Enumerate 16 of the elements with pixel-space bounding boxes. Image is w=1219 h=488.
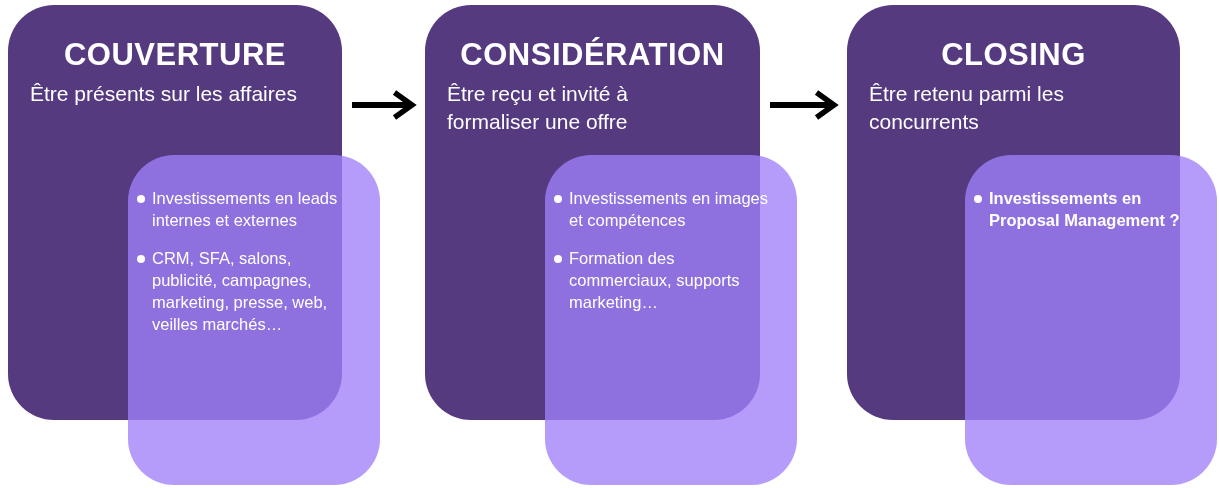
stage-subtitle: Être reçu et invité à formaliser une offre [447, 81, 629, 135]
bullet-text: Formation des commerciaux, supports marketing… [569, 249, 740, 311]
stage-title: CLOSING [941, 37, 1086, 73]
bullet-text: Investissements en Proposal Management ? [989, 189, 1180, 229]
arrow [770, 89, 837, 121]
stage-subtitle: Être présents sur les affaires [30, 81, 298, 107]
stage-title: COUVERTURE [64, 37, 286, 73]
investment-card [965, 155, 1217, 485]
bullet-text: CRM, SFA, salons, publicité, campagnes, marketing, presse, web, veilles marchés… [152, 249, 328, 333]
investment-card [128, 155, 380, 485]
bullet-text: Investissements en leads internes et externes [152, 189, 338, 229]
arrow [352, 89, 415, 121]
bullet-text: Investissements en images et compétences [569, 189, 768, 229]
stage-subtitle: Être retenu parmi les concurrents [869, 81, 1065, 135]
investment-card [545, 155, 797, 485]
stage-title: CONSIDÉRATION [460, 37, 725, 73]
